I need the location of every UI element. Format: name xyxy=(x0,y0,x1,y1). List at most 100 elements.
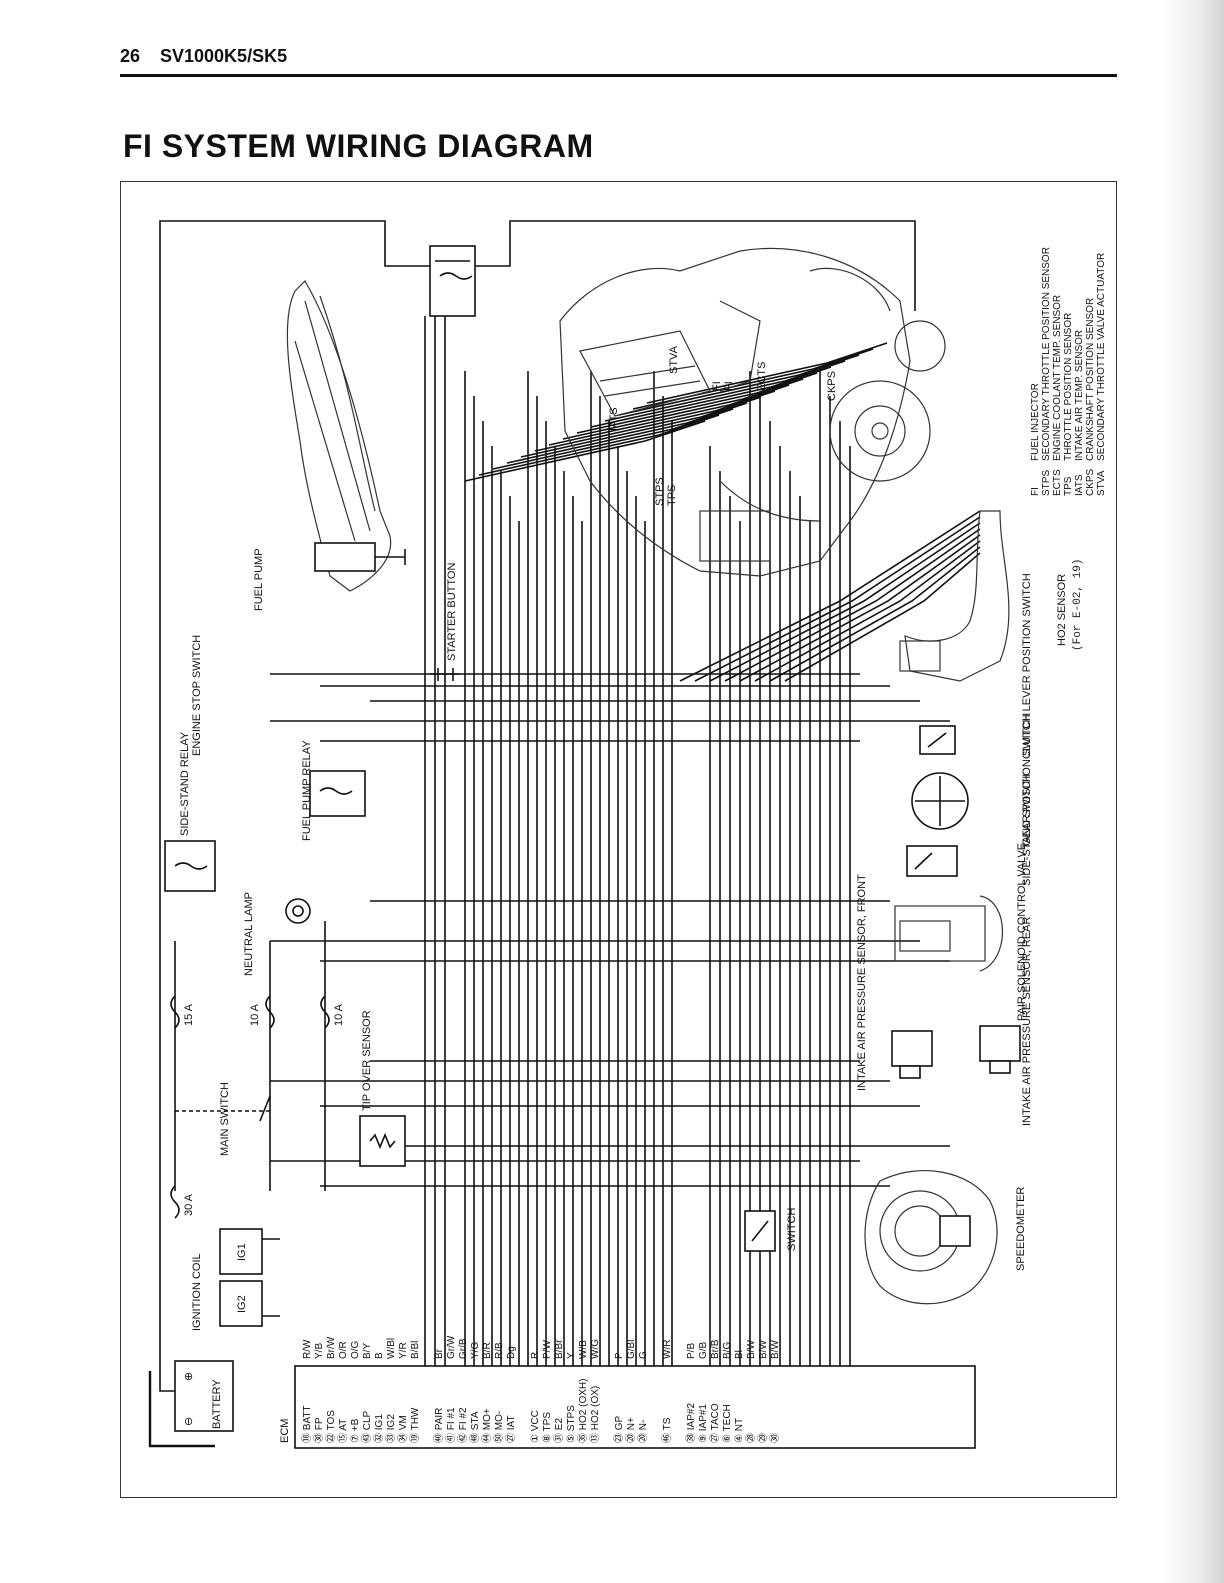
engine-label-tps: TPS xyxy=(666,485,678,506)
ecm-wire-color: P/W xyxy=(542,1340,553,1359)
fuse-10a-label-1: 10 A xyxy=(249,1003,261,1026)
main-relay-icon xyxy=(429,245,476,317)
ecm-wire-color: B/W xyxy=(758,1340,769,1359)
iap-front-label: INTAKE AIR PRESSURE SENSOR, FRONT xyxy=(856,874,868,1091)
ecm-pin-label: ㉒ TOS xyxy=(325,1410,337,1443)
ecm-wire-color: B/W xyxy=(770,1340,781,1359)
ecm-pin-label: ㉙ xyxy=(757,1433,769,1443)
engine-label-stps: STPS xyxy=(654,477,666,506)
ecm-wire-color: P/B xyxy=(686,1343,697,1359)
ecm-pin-label: ⑥ TECH xyxy=(722,1404,733,1443)
ecm-pin-label: ④ NT xyxy=(734,1418,745,1443)
ecm-pin-label: ㊽ STA xyxy=(469,1411,481,1443)
speedometer-label: SPEEDOMETER xyxy=(1015,1187,1027,1271)
ecm-wire-color: B/R xyxy=(482,1342,493,1359)
engine-label-fi-1: FI xyxy=(711,381,723,391)
battery-plus-terminal: ⊕ xyxy=(183,1372,195,1381)
main-switch-label: MAIN SWITCH xyxy=(219,1082,231,1156)
neutral-lamp-icon xyxy=(285,898,311,924)
page-header: 26 SV1000K5/SK5 xyxy=(120,44,1117,77)
side-stand-relay-label: SIDE-STAND RELAY xyxy=(179,731,191,836)
side-stand-switch-icon xyxy=(906,845,958,877)
legend: FI FUEL INJECTOR STPS SECONDARY THROTTLE… xyxy=(1030,247,1107,496)
ecm-wire-color: O/G xyxy=(350,1340,361,1359)
iap-rear-icon xyxy=(979,1025,1021,1074)
ignition-coil-label: IGNITION COIL xyxy=(191,1253,203,1331)
ecm-wire-color: O/R xyxy=(338,1341,349,1359)
ecm-wire-color: G/B xyxy=(698,1341,709,1359)
ecm-pin-label: ⑦ +B xyxy=(350,1418,361,1443)
ecm-wire-color: R xyxy=(530,1352,541,1359)
ecm-wire-color: Y/R xyxy=(398,1342,409,1359)
clutch-switch-icon xyxy=(919,725,956,755)
ecm-wire-color: Gr/B xyxy=(458,1338,469,1359)
side-stand-switch-label: SIDE-STAND SWITCH xyxy=(1021,774,1033,886)
iap-front-icon xyxy=(891,1030,933,1079)
engine-icon xyxy=(559,247,1010,682)
diagram-frame xyxy=(120,181,1117,1498)
iap-rear-label: INTAKE AIR PRESSURE SENSOR, REAR xyxy=(1021,916,1033,1126)
ecm-pin-label: ① VCC xyxy=(530,1410,541,1443)
page-title: FI SYSTEM WIRING DIAGRAM xyxy=(123,128,594,164)
ig2-label: IG2 xyxy=(236,1295,248,1313)
legend-abbr-stva: STVA xyxy=(1096,470,1107,496)
ecm-box xyxy=(294,1365,976,1449)
ecm-wire-color: Y/B xyxy=(314,1343,325,1359)
legend-desc-tps: THROTTLE POSITION SENSOR xyxy=(1063,313,1074,461)
tip-over-sensor-label: TIP OVER SENSOR xyxy=(361,1010,373,1111)
legend-abbr-fi: FI xyxy=(1030,487,1041,496)
ecm-wire-color: B/Br xyxy=(554,1339,565,1359)
ecm-wire-color: Dg xyxy=(506,1346,517,1359)
legend-abbr-ects: ECTS xyxy=(1052,469,1063,496)
page-number: 26 xyxy=(120,46,141,66)
pair-valve-icon xyxy=(894,895,1004,972)
engine-label-ckps: CKPS xyxy=(826,371,838,401)
fuse-15a-label: 15 A xyxy=(183,1003,195,1026)
ecm-wire-color: Br xyxy=(434,1348,445,1359)
ecm-pin-label: ㉜ IG1 xyxy=(373,1414,385,1443)
engine-label-stva: STVA xyxy=(668,345,680,374)
clutch-switch-label: CLUTCH LEVER POSITION SWITCH xyxy=(1021,573,1033,759)
ecm-wire-color: W/G xyxy=(590,1339,601,1359)
ecm-wire-color: R/B xyxy=(494,1342,505,1359)
ecm-wire-color: W/B xyxy=(578,1340,589,1359)
legend-desc-stps: SECONDARY THROTTLE POSITION SENSOR xyxy=(1041,247,1052,461)
legend-abbr-stps: STPS xyxy=(1041,470,1052,496)
ig1-label: IG1 xyxy=(236,1243,248,1261)
legend-abbr-ckps: CKPS xyxy=(1085,468,1096,496)
ecm-pin-label: ⑧ TPS xyxy=(542,1412,553,1443)
ecm-wire-color: B/W xyxy=(746,1340,757,1359)
ecm-pin-label: ㊿ MO- xyxy=(493,1411,505,1443)
legend-abbr-iats: IATS xyxy=(1074,474,1085,496)
ecm-pin-label: ⑳ N- xyxy=(637,1420,649,1443)
battery-minus-terminal: ⊖ xyxy=(183,1417,195,1426)
ecm-pin-label: ㊵ PAIR xyxy=(433,1408,445,1443)
fuel-pump-relay-icon xyxy=(309,770,366,817)
ecm-pin-label: ㉓ GP xyxy=(613,1415,625,1443)
speedometer-icon xyxy=(864,1170,998,1305)
tip-over-sensor-icon xyxy=(359,1115,406,1167)
ecm-wire-color: B/G xyxy=(722,1342,733,1359)
ecm-wire-color: Br/B xyxy=(710,1339,721,1359)
ecm-wire-color: W/R xyxy=(662,1340,673,1359)
model-code: SV1000K5/SK5 xyxy=(160,46,288,66)
fuel-pump-label: FUEL PUMP xyxy=(253,548,265,611)
gear-switch-label: GEAR POSITION SWITCH xyxy=(1021,713,1033,846)
ecm-wire-color: B xyxy=(374,1352,385,1359)
battery-icon xyxy=(174,1360,234,1432)
gear-switch-icon xyxy=(911,772,969,830)
wiring-harness xyxy=(148,220,981,1448)
ecm-wire-color: Bl xyxy=(734,1350,745,1359)
ecm-wire-color: Gr/W xyxy=(446,1335,457,1359)
ecm-label: ECM xyxy=(279,1419,291,1443)
switch-label: SWITCH xyxy=(786,1208,798,1251)
fuel-pump-icon xyxy=(286,280,406,592)
ecm-pin-label: ㊻ TS xyxy=(661,1417,673,1443)
ecm-pin-label: ㊳ IAP#2 xyxy=(685,1403,697,1443)
ecm-pin-label: ㊶ FI #1 xyxy=(445,1407,457,1443)
ecm-pin-label: ㉛ E2 xyxy=(553,1418,565,1443)
legend-desc-ckps: CRANKSHAFT POSITION SENSOR xyxy=(1085,298,1096,461)
ecm-wire-color: G xyxy=(638,1351,649,1359)
ecm-wire-color: P xyxy=(614,1352,625,1359)
